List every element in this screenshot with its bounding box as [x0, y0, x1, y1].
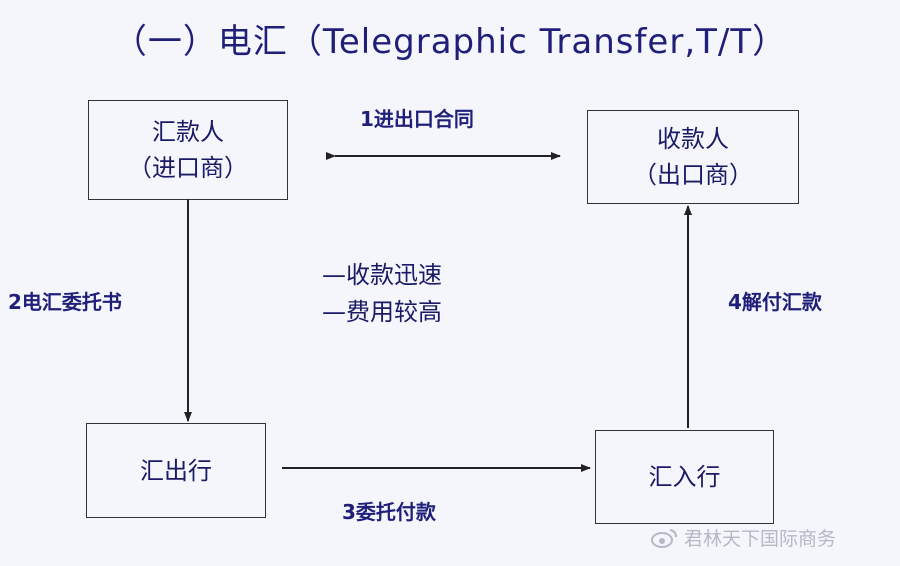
payee-box: 收款人 （出口商） [587, 110, 799, 204]
step4-label: 4解付汇款 [728, 290, 822, 314]
weibo-icon [651, 528, 677, 548]
watermark: 君林天下国际商务 [650, 524, 836, 551]
remitter-box: 汇款人 （进口商） [88, 100, 288, 200]
paying-bank-box: 汇入行 [595, 430, 774, 524]
remitting-bank-name: 汇出行 [140, 456, 212, 485]
remitter-role: （进口商） [128, 154, 248, 182]
page-title: （一）电汇（Telegraphic Transfer,T/T） [112, 22, 788, 62]
step1-label: 1进出口合同 [360, 107, 474, 131]
remitting-bank-box: 汇出行 [86, 423, 266, 518]
step2-label: 2电汇委托书 [8, 290, 122, 314]
watermark-text: 君林天下国际商务 [684, 528, 837, 550]
feature-cost: —费用较高 [322, 298, 442, 326]
step3-label: 3委托付款 [342, 500, 436, 524]
payee-name: 收款人 [657, 125, 729, 153]
remitter-name: 汇款人 [152, 118, 224, 146]
paying-bank-name: 汇入行 [648, 463, 721, 491]
feature-fast: —收款迅速 [322, 261, 442, 289]
payee-role: （出口商） [633, 161, 753, 189]
